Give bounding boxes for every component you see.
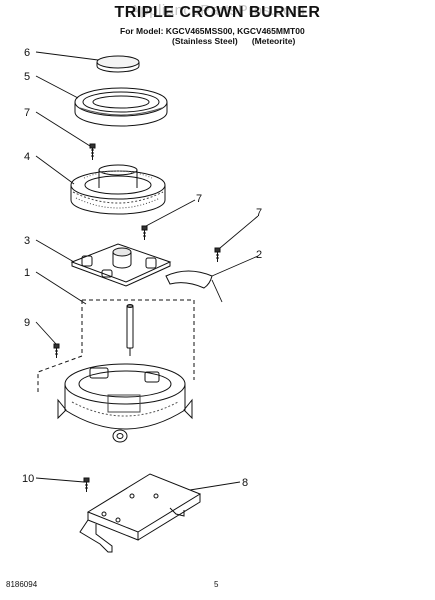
- part-10-screw: [83, 477, 90, 492]
- callout-4: 4: [24, 151, 30, 163]
- callout-6: 6: [24, 47, 30, 59]
- callout-3: 3: [24, 235, 30, 247]
- part-8-bracket: [79, 473, 202, 553]
- callout-9: 9: [24, 317, 30, 329]
- part-1-burner-base: [57, 363, 193, 443]
- variant-meteorite: (Meteorite): [251, 36, 296, 46]
- callout-5: 5: [24, 71, 30, 83]
- part-9-screw: [53, 343, 60, 358]
- leader-lines: [35, 51, 259, 491]
- callout-7b: 7: [196, 193, 202, 205]
- igniter-electrode: [126, 304, 134, 356]
- callout-labels: 6 5 7 4 7 7 3 2 1 9 10 8: [22, 47, 262, 489]
- callout-7a: 7: [24, 107, 30, 119]
- part-5-outer-ring: [74, 87, 168, 127]
- callout-7c: 7: [256, 207, 262, 219]
- part-4-burner-head: [70, 164, 166, 215]
- callout-1: 1: [24, 267, 30, 279]
- document-number: 8186094: [6, 580, 38, 589]
- watermark: AppliancePartsPros.com: [129, 2, 306, 19]
- part-7-screw-middle: [141, 225, 148, 240]
- page-number: 5: [214, 580, 219, 589]
- part-6-burner-cap: [96, 55, 140, 73]
- model-numbers: For Model: KGCV465MSS00, KGCV465MMT00: [120, 26, 305, 36]
- part-7-screw-right: [214, 247, 221, 262]
- part-7-screw-upper: [89, 143, 96, 160]
- part-3-spreader-base: [70, 243, 172, 287]
- variant-stainless: (Stainless Steel): [172, 36, 238, 46]
- part-2-shield: [165, 270, 213, 289]
- model-variants: (Stainless Steel) (Meteorite): [172, 36, 295, 46]
- callout-10: 10: [22, 473, 34, 485]
- callout-8: 8: [242, 477, 248, 489]
- callout-2: 2: [256, 249, 262, 261]
- diagram-title: TRIPLE CROWN BURNER: [114, 4, 321, 21]
- part-1-assembly-outline: [37, 299, 195, 392]
